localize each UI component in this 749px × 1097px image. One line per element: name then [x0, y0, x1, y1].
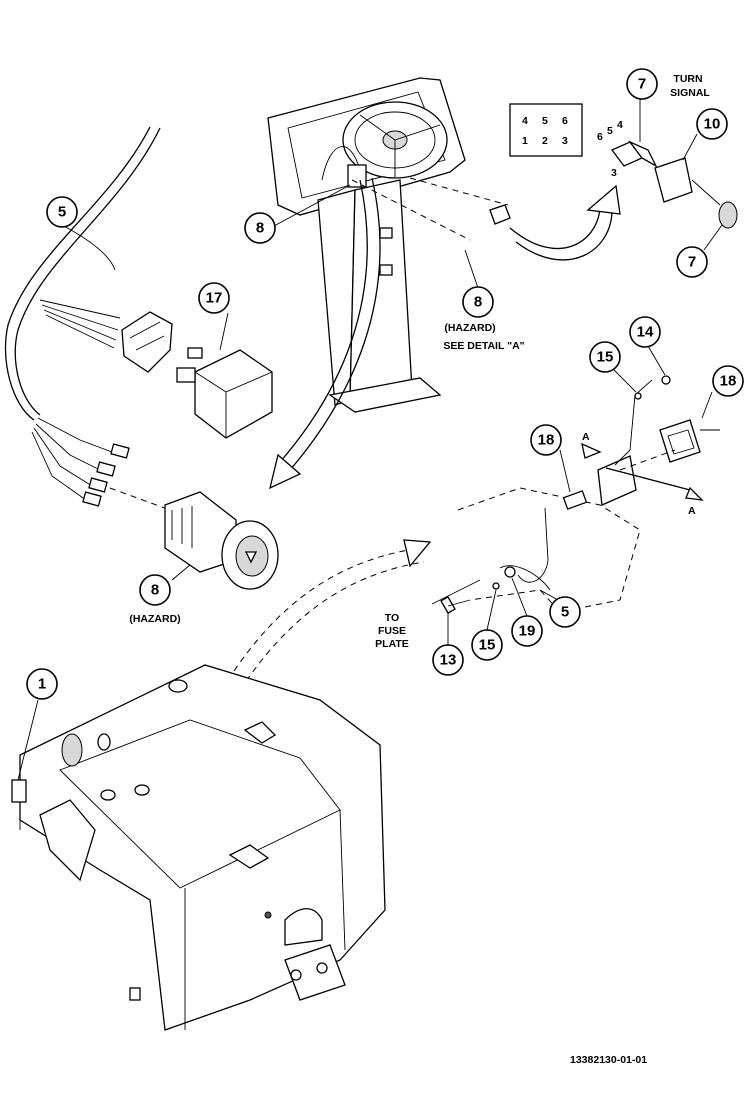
svg-text:8: 8 — [474, 294, 482, 311]
label-see-detail: SEE DETAIL "A" — [443, 340, 524, 352]
svg-text:7: 7 — [688, 254, 696, 271]
pin-4-side: 4 — [617, 119, 623, 131]
svg-text:18: 18 — [538, 432, 555, 449]
pin-5-side: 5 — [607, 125, 613, 137]
callout-7-bottom: 7 — [676, 246, 708, 278]
svg-text:5: 5 — [58, 204, 66, 221]
label-plate: PLATE — [375, 638, 409, 650]
svg-text:10: 10 — [704, 116, 721, 133]
label-turn: TURN — [673, 73, 702, 85]
callout-8-column: 8 — [244, 212, 276, 244]
arrow-to-hazard — [269, 177, 381, 490]
arrow-to-turn-signal — [509, 184, 621, 261]
leader-lines — [17, 87, 723, 781]
callout-1: 1 — [26, 668, 58, 700]
svg-text:17: 17 — [206, 290, 223, 307]
section-a-bottom: A — [688, 505, 696, 517]
turn-signal-switch: 6 5 4 3 — [597, 100, 738, 229]
callout-13: 13 — [432, 644, 464, 676]
callout-15-bottom: 15 — [471, 629, 503, 661]
pin-2: 2 — [542, 135, 548, 147]
callout-19: 19 — [511, 615, 543, 647]
label-hazard-top: (HAZARD) — [444, 322, 495, 334]
callout-5-detail: 5 — [549, 596, 581, 628]
pin-diagram: 4 5 6 1 2 3 — [509, 103, 583, 157]
label-fuse: FUSE — [378, 625, 406, 637]
svg-text:7: 7 — [638, 76, 646, 93]
pin-1: 1 — [522, 135, 528, 147]
svg-text:18: 18 — [720, 373, 737, 390]
svg-text:15: 15 — [479, 637, 496, 654]
figure-number: 13382130-01-01 — [570, 1054, 647, 1066]
pin-3-side: 3 — [611, 167, 617, 179]
svg-text:14: 14 — [637, 324, 654, 341]
callout-14: 14 — [629, 316, 661, 348]
callout-17-relay: 17 — [198, 282, 230, 314]
callout-8-hazard-bottom: 8 — [139, 574, 171, 606]
svg-text:1: 1 — [38, 676, 46, 693]
pin-6-side: 6 — [597, 131, 603, 143]
pin-6: 6 — [562, 115, 568, 127]
pin-5: 5 — [542, 115, 548, 127]
wire-harness — [4, 126, 173, 511]
detail-a: A A — [431, 375, 720, 614]
callout-7-top: 7 — [626, 68, 658, 100]
callout-18-left: 18 — [530, 424, 562, 456]
section-a-top: A — [582, 431, 590, 443]
callout-10: 10 — [696, 108, 728, 140]
label-signal: SIGNAL — [670, 87, 710, 99]
pin-3: 3 — [562, 135, 568, 147]
svg-text:19: 19 — [519, 623, 536, 640]
svg-text:15: 15 — [597, 349, 614, 366]
relay-17 — [176, 347, 273, 439]
svg-text:5: 5 — [561, 604, 569, 621]
callout-5-harness: 5 — [46, 196, 78, 228]
hazard-switch — [164, 491, 279, 590]
callout-8-hazard-top: 8 — [462, 286, 494, 318]
arrow-to-detail — [227, 539, 432, 691]
svg-text:13: 13 — [440, 652, 457, 669]
svg-text:8: 8 — [151, 582, 159, 599]
steering-column — [267, 77, 511, 413]
pin-4: 4 — [522, 115, 528, 127]
svg-text:8: 8 — [256, 220, 264, 237]
label-hazard-bottom: (HAZARD) — [129, 613, 180, 625]
label-to: TO — [385, 612, 399, 624]
callout-18-right: 18 — [712, 365, 744, 397]
base-frame — [11, 664, 386, 1031]
callout-15-top: 15 — [589, 341, 621, 373]
